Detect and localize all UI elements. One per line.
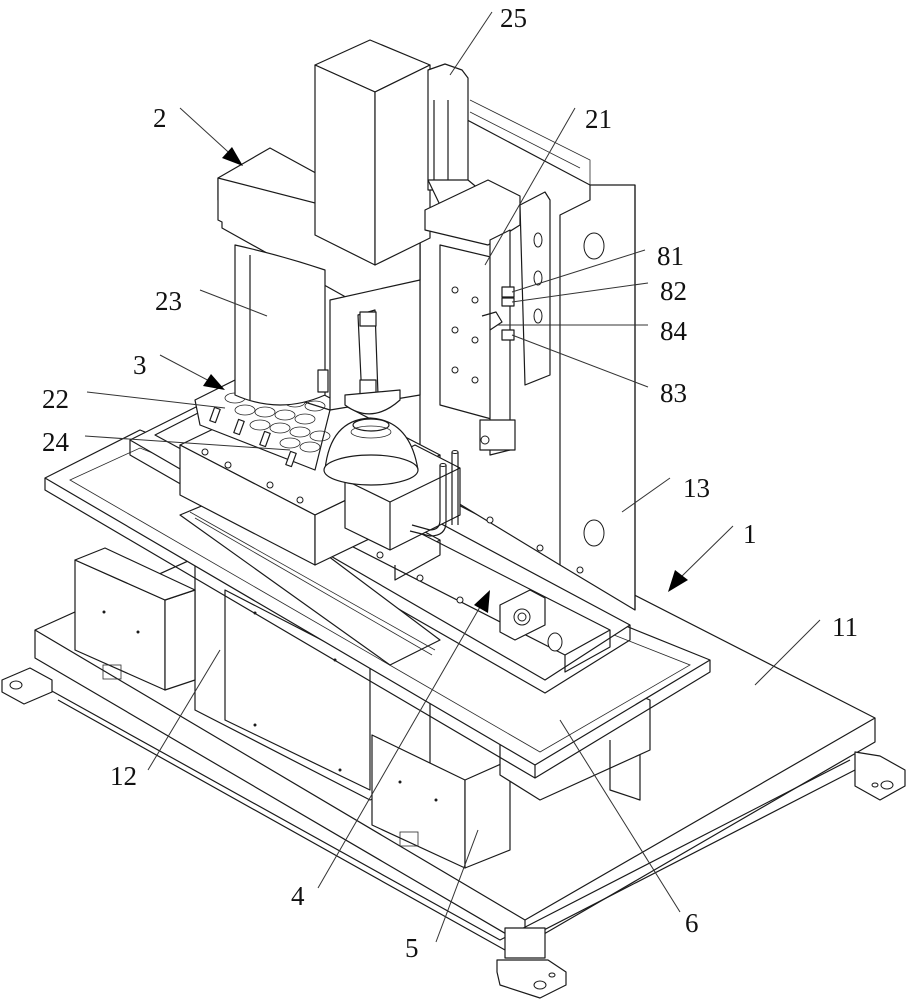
label-83: 83 [660, 378, 687, 408]
label-12: 12 [110, 761, 137, 791]
dome-fixture [323, 417, 419, 486]
leaders [84, 11, 821, 943]
side-box-front [371, 734, 511, 869]
label-21: 21 [585, 104, 612, 134]
label-22: 22 [42, 384, 69, 414]
label-4: 4 [291, 881, 305, 911]
foot-front [496, 927, 567, 999]
labels: 25 2 21 81 82 23 84 3 83 22 24 13 1 11 1… [42, 3, 858, 963]
sensor-flag-84 [481, 311, 503, 331]
spindle-head [217, 39, 431, 415]
bearing-block [499, 589, 546, 641]
label-2: 2 [153, 103, 167, 133]
z-motor [427, 63, 481, 206]
label-24: 24 [42, 427, 70, 457]
label-6: 6 [685, 908, 699, 938]
sensor-81 [501, 286, 515, 298]
slide-plate [424, 179, 521, 421]
label-81: 81 [657, 241, 684, 271]
label-25: 25 [500, 3, 527, 33]
coolant-pipes [409, 450, 459, 537]
label-5: 5 [405, 933, 419, 963]
label-84: 84 [660, 316, 688, 346]
label-13: 13 [683, 473, 710, 503]
sensor-83 [501, 329, 515, 341]
label-3: 3 [133, 350, 147, 380]
label-23: 23 [155, 286, 182, 316]
foot-right [854, 751, 906, 801]
label-11: 11 [832, 612, 858, 642]
label-82: 82 [660, 276, 687, 306]
label-1: 1 [743, 519, 757, 549]
sensor-rail [479, 191, 551, 456]
side-box-left [74, 547, 196, 691]
foot-left [1, 667, 53, 705]
